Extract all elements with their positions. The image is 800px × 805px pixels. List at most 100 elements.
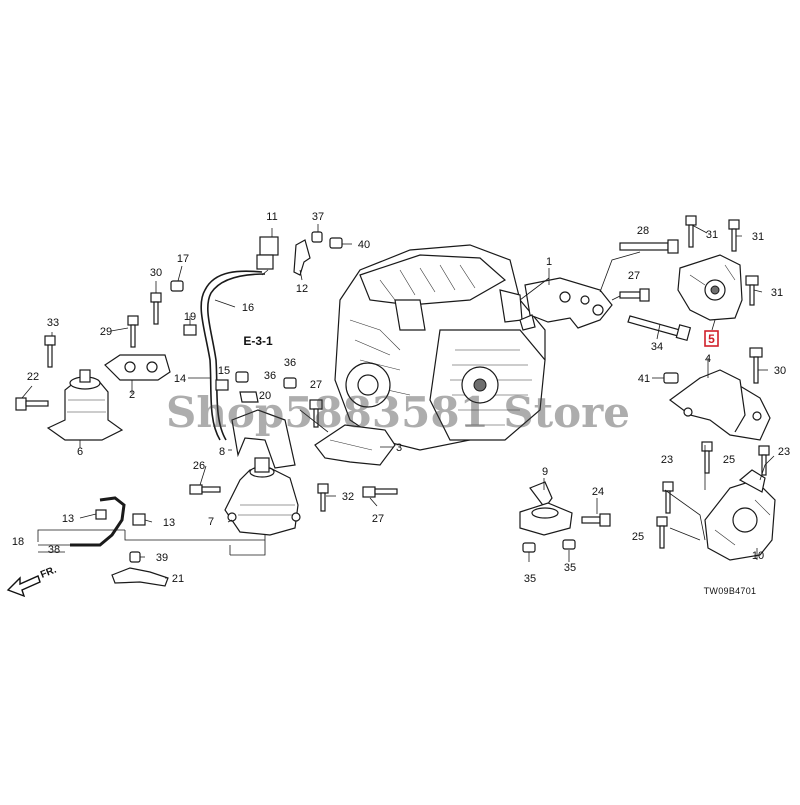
bolt-part-24 [581, 513, 611, 527]
callout-34: 34 [651, 341, 663, 353]
bolt-part-22 [15, 397, 49, 411]
mount-part-7 [224, 457, 301, 536]
nut-part-41 [663, 372, 679, 384]
bolt-part-33 [44, 335, 56, 368]
callout-30-right: 30 [774, 365, 786, 377]
callout-13-a: 13 [62, 513, 74, 525]
callout-7: 7 [208, 516, 214, 528]
callout-41: 41 [638, 373, 650, 385]
bracket-part-8 [231, 409, 296, 469]
callout-22: 22 [27, 371, 39, 383]
bolts-part-31 [685, 215, 759, 306]
store-watermark: Shop5883581 Store [166, 388, 630, 437]
bracket-part-2 [104, 354, 171, 381]
callout-35-b: 35 [564, 562, 576, 574]
callout-37: 37 [312, 211, 324, 223]
clip-part-19 [183, 324, 197, 336]
callout-labels: 1 28 27 34 31 31 31 5 4 41 30 23 25 23 2… [12, 211, 790, 585]
long-bolt-part-34 [627, 315, 692, 342]
callout-40: 40 [358, 239, 370, 251]
callout-30-left: 30 [150, 267, 162, 279]
callout-15: 15 [218, 365, 230, 377]
long-bolt-part-28 [619, 239, 679, 254]
bracket-part-12 [293, 239, 311, 276]
callout-18: 18 [12, 536, 24, 548]
bolt-part-30-right [749, 347, 763, 384]
drawing-code: TW09B4701 [704, 586, 757, 596]
callout-29: 29 [100, 326, 112, 338]
callout-1: 1 [546, 256, 552, 268]
callout-27-middle: 27 [310, 379, 322, 391]
callout-13-b: 13 [163, 517, 175, 529]
callout-11: 11 [266, 211, 277, 223]
callout-14: 14 [174, 373, 186, 385]
callout-35-a: 35 [524, 573, 536, 585]
bolt-part-27-upper [619, 288, 650, 302]
leader-lines [21, 224, 775, 579]
bolt-part-27-middle [309, 399, 323, 428]
callout-23-b: 23 [778, 446, 790, 458]
callout-23-a: 23 [661, 454, 673, 466]
bolt-part-29 [127, 315, 139, 348]
callout-4: 4 [705, 353, 711, 365]
clip-part-17 [170, 280, 184, 292]
callout-25-a: 25 [723, 454, 735, 466]
callout-39: 39 [156, 552, 168, 564]
callout-25-b: 25 [632, 531, 644, 543]
callout-9: 9 [542, 466, 548, 478]
bracket-part-4 [668, 369, 771, 441]
callout-31-a: 31 [706, 229, 718, 241]
callout-5: 5 [708, 332, 715, 346]
callout-36-b: 36 [284, 357, 296, 369]
mount-part-9 [519, 481, 573, 536]
callout-26: 26 [193, 460, 205, 472]
callout-33: 33 [47, 317, 59, 329]
engine-assembly [334, 244, 546, 451]
callout-19: 19 [184, 311, 196, 323]
callout-20: 20 [259, 390, 271, 402]
hose-part-38 [70, 496, 126, 547]
bracket-part-1 [519, 277, 613, 331]
callout-36-a: 36 [264, 370, 276, 382]
sensor-part-11 [256, 236, 279, 276]
callout-31-b: 31 [752, 231, 764, 243]
callout-16: 16 [242, 302, 254, 314]
bolt-part-39 [129, 551, 141, 563]
bolt-part-32 [317, 483, 329, 512]
front-arrow-icon [6, 575, 41, 598]
front-direction-indicator: FR. [6, 564, 58, 598]
clamp-part-13 [95, 509, 146, 526]
callout-12: 12 [296, 283, 308, 295]
front-label: FR. [39, 564, 58, 580]
mount-part-5 [677, 254, 743, 321]
callout-5-highlight [704, 330, 719, 347]
bracket-part-21 [111, 567, 169, 587]
bolt-part-26 [189, 484, 221, 495]
bracket-part-3 [314, 424, 396, 466]
callout-21: 21 [172, 573, 184, 585]
bolt-part-27-lower [362, 486, 398, 498]
bolt-part-30-left [150, 292, 162, 325]
callout-3: 3 [396, 442, 402, 454]
clips-part-15-20-36 [215, 371, 297, 403]
callout-10: 10 [752, 550, 764, 562]
callout-2: 2 [129, 389, 135, 401]
callout-38: 38 [48, 544, 60, 556]
mount-part-6 [46, 369, 124, 441]
reference-label: E-3-1 [243, 334, 273, 348]
bolts-part-23-25 [656, 441, 770, 549]
callout-27-upper: 27 [628, 270, 640, 282]
nuts-part-35 [522, 539, 576, 553]
harness-part-14 [200, 270, 266, 441]
callout-6: 6 [77, 446, 83, 458]
callout-31-c: 31 [771, 287, 783, 299]
callout-28: 28 [637, 225, 649, 237]
callout-17: 17 [177, 253, 189, 265]
callout-32: 32 [342, 491, 354, 503]
small-parts-37-40 [311, 231, 343, 249]
callout-27-lower: 27 [372, 513, 384, 525]
callout-24: 24 [592, 486, 604, 498]
mount-part-10 [704, 469, 776, 561]
